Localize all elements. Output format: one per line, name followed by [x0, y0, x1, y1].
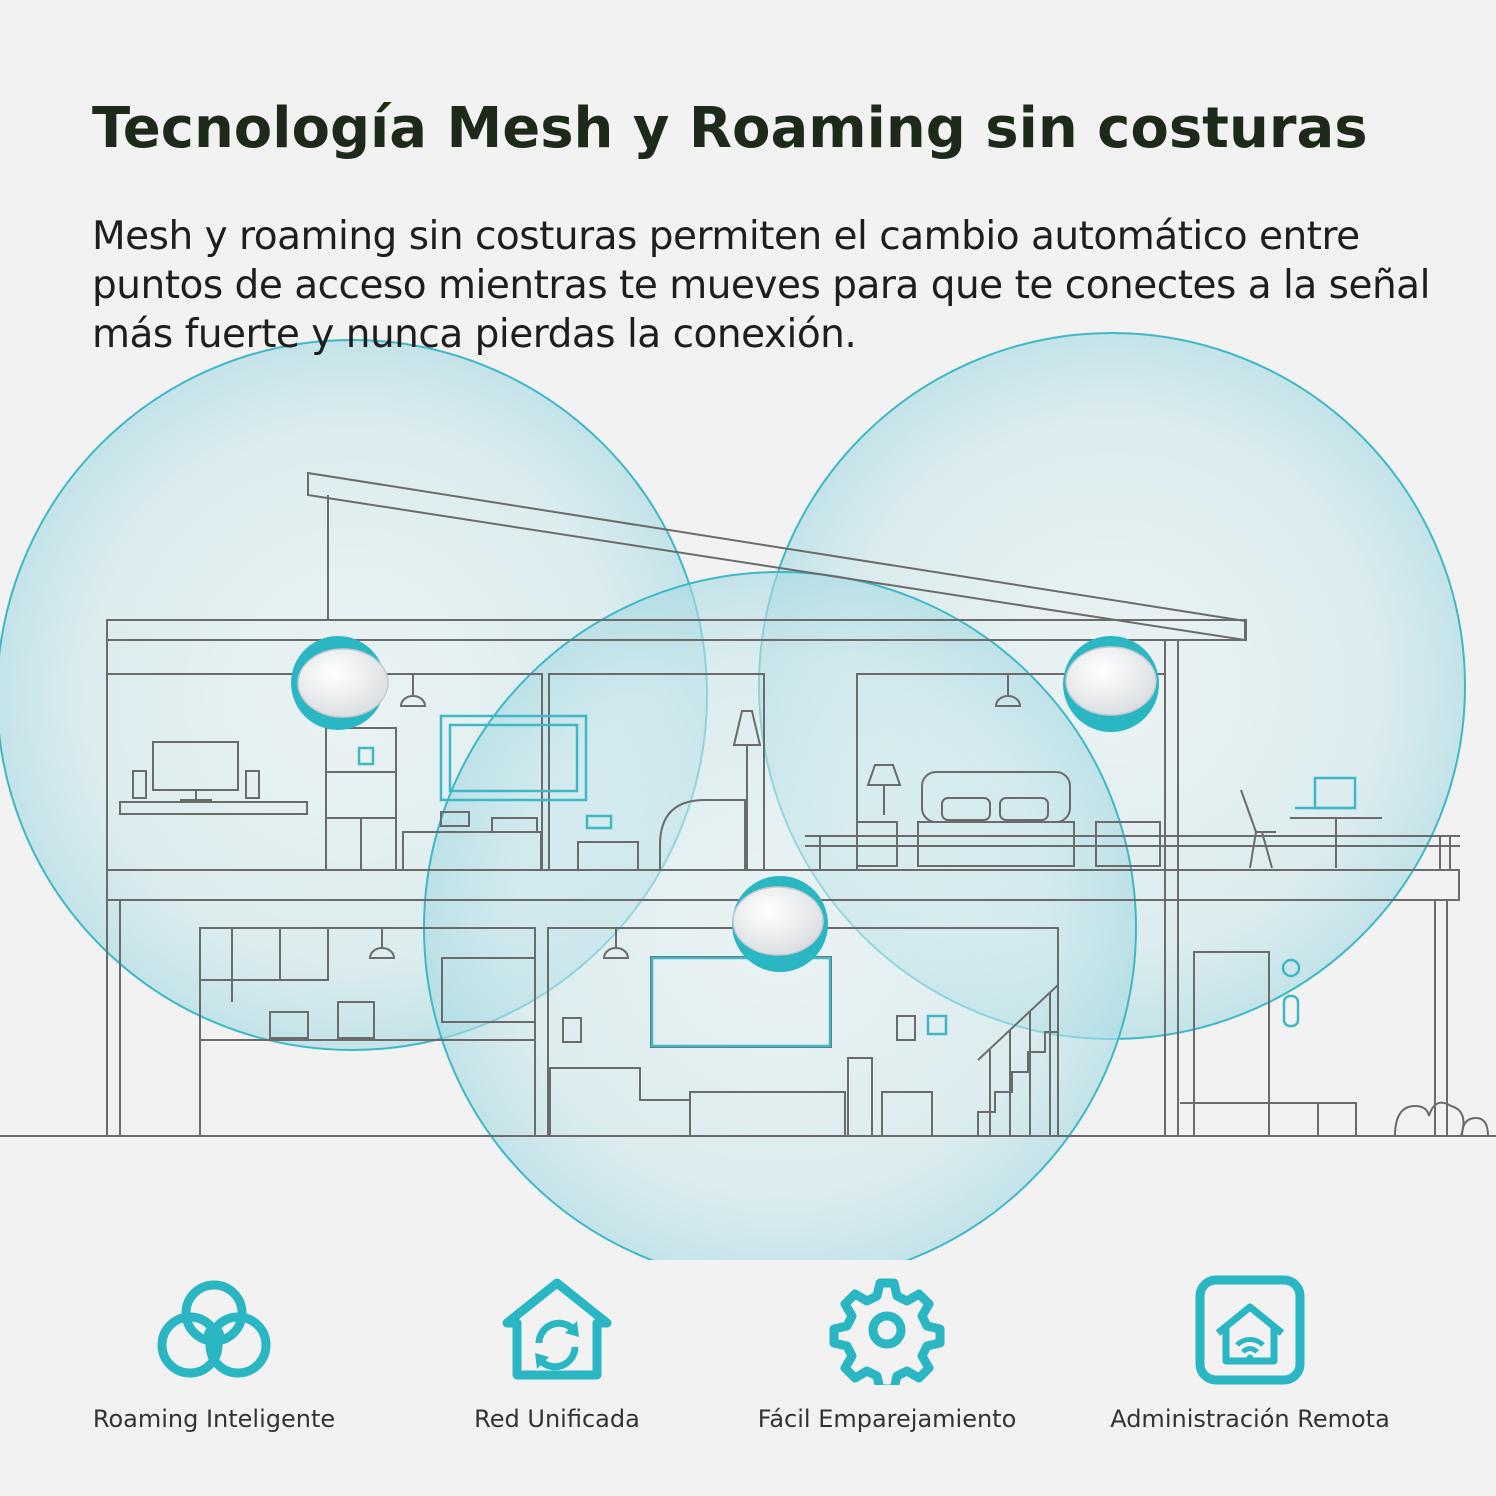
page-description: Mesh y roaming sin costuras permiten el …: [92, 214, 1430, 357]
feature-roaming-inteligente: Roaming Inteligente: [34, 1275, 394, 1433]
house-sync-icon: [502, 1278, 612, 1380]
feature-label: Red Unificada: [474, 1405, 640, 1433]
cyan-accents: [357, 714, 1357, 1048]
feature-red-unificada: Red Unificada: [377, 1275, 737, 1433]
feature-label: Administración Remota: [1110, 1405, 1390, 1433]
remote-home-wifi-icon: [1195, 1275, 1305, 1385]
access-point-left: [291, 636, 389, 730]
overlapping-circles-icon: [157, 1280, 271, 1378]
feature-label: Roaming Inteligente: [92, 1405, 336, 1433]
page-title: Tecnología Mesh y Roaming sin costuras: [92, 96, 1368, 161]
feature-label: Fácil Emparejamiento: [757, 1405, 1017, 1433]
feature-facil-emparejamiento: Fácil Emparejamiento: [707, 1275, 1067, 1433]
house-coverage-illustration: [0, 332, 1496, 1260]
access-point-center: [732, 876, 828, 972]
access-point-right: [1063, 636, 1159, 732]
feature-administracion-remota: Administración Remota: [1070, 1275, 1430, 1433]
gear-icon: [829, 1278, 945, 1385]
